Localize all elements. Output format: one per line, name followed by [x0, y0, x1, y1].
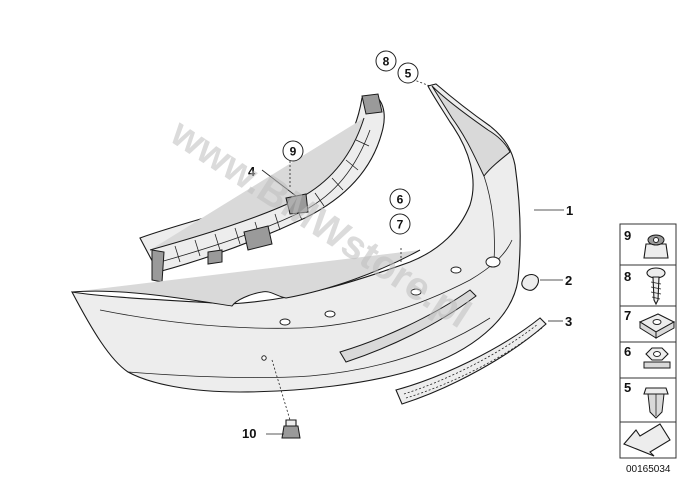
callout-3: 3	[565, 314, 572, 329]
pdc-sensor-hole	[324, 310, 336, 318]
leader-lines	[261, 77, 564, 435]
clip-nut-icon	[643, 234, 669, 259]
legend-number-6: 6	[624, 344, 631, 359]
callout-5-ring	[397, 62, 419, 84]
bumper-trim-panel-part	[71, 83, 521, 393]
screw-icon	[646, 267, 666, 306]
center-mount	[243, 225, 273, 251]
callout-10: 10	[242, 426, 256, 441]
legend-number-5: 5	[624, 380, 631, 395]
small-mount	[207, 249, 223, 265]
pdc-sensor-hole	[450, 266, 462, 274]
callout-7: 7	[397, 218, 404, 232]
legend-cell-5	[619, 377, 677, 423]
diagram-code: 00165034	[626, 464, 671, 475]
mount-point	[261, 355, 267, 361]
right-mount	[361, 93, 383, 115]
expanding-nut-icon	[643, 387, 669, 419]
diffuser-slot	[339, 289, 477, 363]
fasteners-legend: 9 8 7 6 5	[619, 223, 677, 475]
grille-insert-part	[395, 317, 547, 405]
center-right-mount	[285, 193, 309, 215]
callout-8: 8	[383, 55, 390, 69]
left-mount	[151, 249, 165, 283]
callout-5: 5	[405, 67, 412, 81]
callout-2: 2	[565, 273, 572, 288]
callout-9: 9	[290, 145, 297, 159]
callout-9-ring	[282, 140, 304, 162]
legend-number-7: 7	[624, 308, 631, 323]
callout-4: 4	[248, 164, 256, 179]
grommet-part	[281, 419, 301, 439]
orientation-arrow-icon	[623, 423, 671, 457]
legend-number-8: 8	[624, 269, 631, 284]
tow-hook-cover-part	[521, 273, 539, 291]
pdc-sensor-hole	[410, 288, 422, 296]
callout-6-ring	[389, 188, 411, 210]
square-nut-icon	[638, 313, 676, 339]
legend-number-9: 9	[624, 228, 631, 243]
carrier-ribs	[174, 139, 370, 263]
pdc-sensor-hole	[279, 318, 291, 326]
bumper-carrier-part	[139, 93, 385, 283]
callout-labels: 4 1 2 3 10 9 8 5 6 7	[242, 50, 573, 441]
callout-7-ring	[389, 213, 411, 235]
callout-8-ring	[375, 50, 397, 72]
tow-hook-opening	[485, 256, 501, 268]
callout-1: 1	[566, 203, 573, 218]
hex-nut-icon	[643, 347, 671, 369]
callout-6: 6	[397, 193, 404, 207]
legend-cell-6	[619, 341, 677, 379]
